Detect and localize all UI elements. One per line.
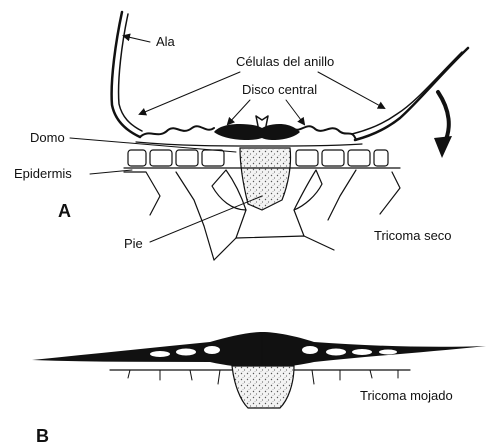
- ring-cells-left: [140, 126, 214, 137]
- foot-stalk: [240, 148, 291, 210]
- caption-tricoma-mojado: Tricoma mojado: [360, 388, 453, 403]
- caption-tricoma-seco: Tricoma seco: [374, 228, 452, 243]
- label-epidermis: Epidermis: [14, 166, 72, 181]
- wing-right: [355, 48, 468, 140]
- label-disco-central: Disco central: [242, 82, 317, 97]
- panel-b-wet-trichome: Tricoma mojado B: [32, 332, 486, 446]
- wet-wings: [32, 332, 486, 368]
- wet-foot-stalk: [232, 366, 294, 408]
- bending-arrow: [438, 92, 449, 144]
- panel-letter-b: B: [36, 426, 49, 446]
- ring-cells-right: [292, 126, 356, 140]
- panel-letter-a: A: [58, 201, 71, 221]
- dome-line: [136, 142, 362, 146]
- label-domo: Domo: [30, 130, 65, 145]
- panel-a-dry-trichome: Ala Células del anillo Disco central Dom…: [14, 12, 468, 260]
- label-celulas-anillo: Células del anillo: [236, 54, 334, 69]
- central-disc: [214, 124, 300, 140]
- label-ala: Ala: [156, 34, 176, 49]
- leader-lines: [70, 36, 384, 242]
- label-pie: Pie: [124, 236, 143, 251]
